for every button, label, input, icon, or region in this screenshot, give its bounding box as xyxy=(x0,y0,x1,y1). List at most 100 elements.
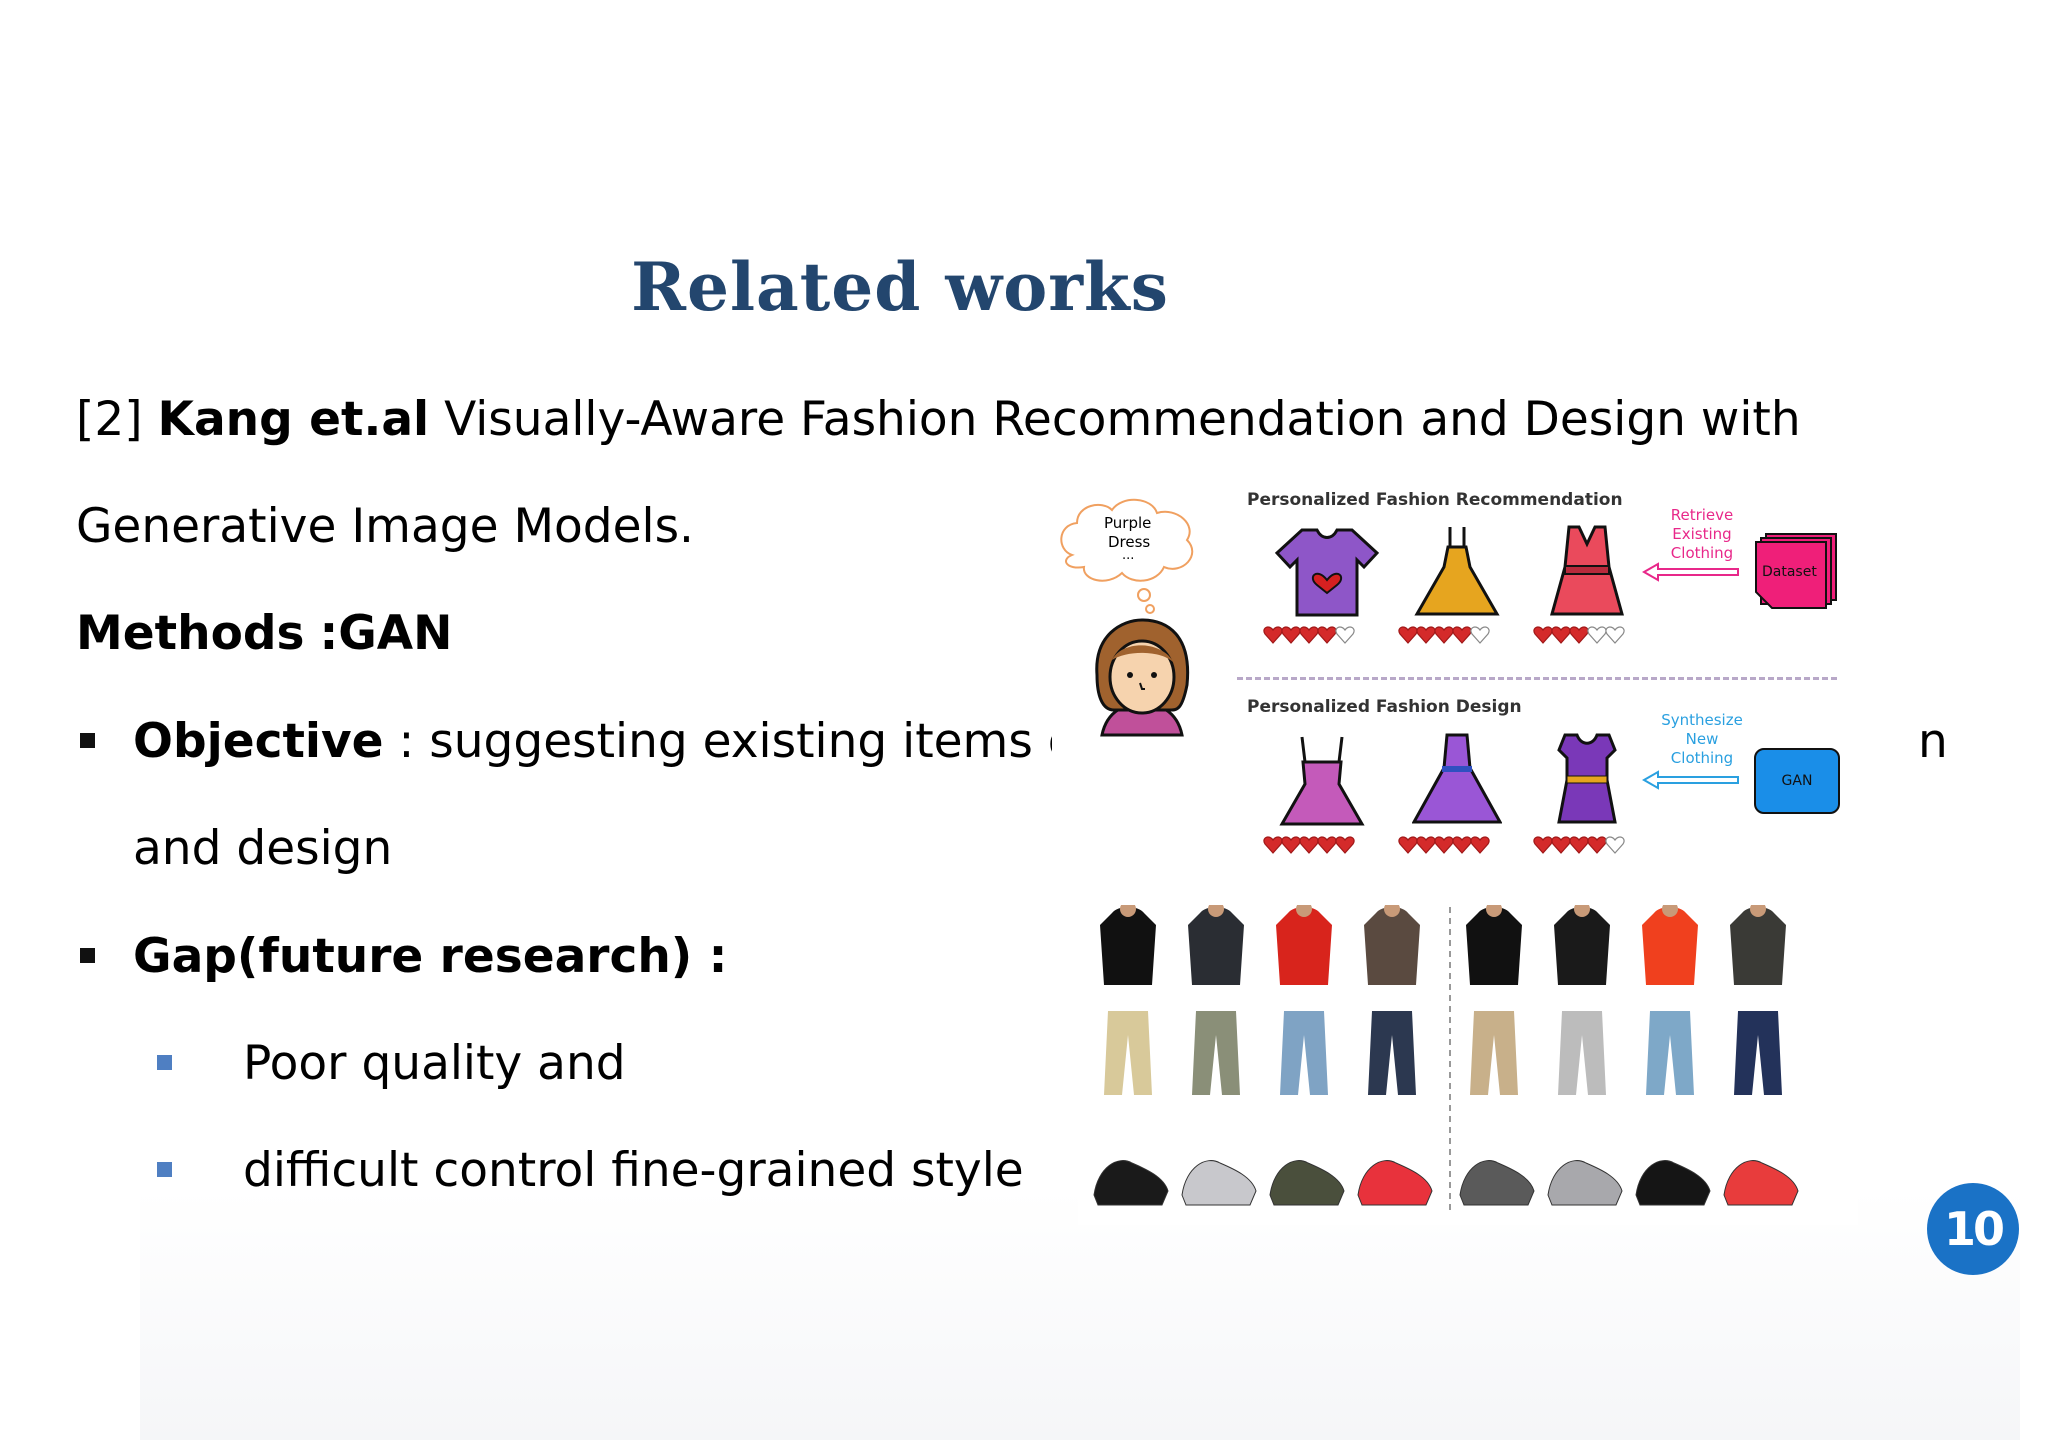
heart-filled-icon xyxy=(1434,626,1454,644)
slide-title: Related works xyxy=(631,248,1169,326)
red-dress-icon xyxy=(1550,525,1624,616)
methods-label: Methods xyxy=(76,606,305,661)
heart-filled-icon xyxy=(1452,836,1472,854)
heart-filled-icon xyxy=(1335,836,1355,854)
heart-filled-icon xyxy=(1263,626,1283,644)
pants-photo-icon xyxy=(1192,1011,1240,1095)
pants-photo-icon xyxy=(1558,1011,1606,1095)
purple-gown-icon xyxy=(1557,733,1617,824)
heart-filled-icon xyxy=(1281,626,1301,644)
purple-dress-icon xyxy=(1412,733,1502,824)
shirt-photo-icon xyxy=(1100,907,1156,985)
gap-label: Gap(future research) : xyxy=(133,929,728,984)
page-number-badge: 10 xyxy=(1927,1183,2019,1275)
heart-filled-icon xyxy=(1299,626,1319,644)
heart-filled-icon xyxy=(1263,836,1283,854)
rating-hearts-top xyxy=(1263,626,1625,644)
shirt-photo-icon xyxy=(1364,907,1420,985)
synthesize-arrow-icon xyxy=(1642,770,1739,790)
heart-filled-icon xyxy=(1299,836,1319,854)
thought-text-3: ... xyxy=(1122,548,1135,563)
heart-filled-icon xyxy=(1470,836,1490,854)
shirt-photo-icon xyxy=(1188,907,1244,985)
orange-dress-icon xyxy=(1414,527,1500,616)
model-head-icon xyxy=(1384,901,1400,917)
synthesize-label-2: New xyxy=(1685,730,1719,748)
pants-photo-icon xyxy=(1470,1011,1518,1095)
thought-text-1: Purple xyxy=(1104,514,1152,532)
shirt-photo-icon xyxy=(1466,907,1522,985)
heart-empty-icon xyxy=(1605,626,1625,644)
pants-photo-icon xyxy=(1104,1011,1152,1095)
reference-number: [2] xyxy=(76,392,143,447)
shoe-photo-icon xyxy=(1093,1160,1169,1206)
shoe-photo-icon xyxy=(1723,1160,1799,1206)
shirt-photo-icon xyxy=(1730,907,1786,985)
gan-box: GAN xyxy=(1754,748,1840,814)
heart-empty-icon xyxy=(1470,626,1490,644)
heart-filled-icon xyxy=(1317,626,1337,644)
gap-item-2: difficult control fine-grained style xyxy=(243,1143,1024,1198)
shoe-photo-icon xyxy=(1635,1160,1711,1206)
girl-avatar-icon xyxy=(1095,618,1190,737)
synthesize-label-3: Clothing xyxy=(1670,749,1734,767)
shirt-photo-icon xyxy=(1642,907,1698,985)
heart-filled-icon xyxy=(1281,836,1301,854)
model-head-icon xyxy=(1574,901,1590,917)
pants-photo-icon xyxy=(1734,1011,1782,1095)
objective-text: : suggesting existing items o xyxy=(383,714,1077,769)
heart-filled-icon xyxy=(1416,836,1436,854)
bullet-square-icon xyxy=(80,733,95,748)
reference-title-2: Generative Image Models. xyxy=(76,499,694,554)
pants-photo-icon xyxy=(1280,1011,1328,1095)
heart-empty-icon xyxy=(1335,626,1355,644)
model-head-icon xyxy=(1750,901,1766,917)
shoe-photo-icon xyxy=(1181,1160,1257,1206)
rating-hearts-bottom xyxy=(1263,836,1625,854)
objective-line: Objective : suggesting existing items o xyxy=(133,718,1077,765)
shirt-photo-icon xyxy=(1554,907,1610,985)
retrieve-arrow-icon xyxy=(1642,562,1739,582)
section-divider xyxy=(1237,677,1837,680)
objective-continuation: and design xyxy=(133,821,393,876)
methods-value: :GAN xyxy=(319,606,453,661)
reference-title-1: Visually-Aware Fashion Recommendation an… xyxy=(444,392,1801,447)
heart-filled-icon xyxy=(1398,836,1418,854)
dataset-label: Dataset xyxy=(1762,564,1817,580)
gap-item-1: Poor quality and xyxy=(243,1036,626,1091)
model-head-icon xyxy=(1662,901,1678,917)
design-title: Personalized Fashion Design xyxy=(1247,697,1522,717)
recommendation-title: Personalized Fashion Recommendation xyxy=(1247,490,1623,510)
sub-bullet-square-icon xyxy=(157,1162,172,1177)
heart-empty-icon xyxy=(1587,626,1607,644)
heart-filled-icon xyxy=(1452,626,1472,644)
sub-bullet-square-icon xyxy=(157,1055,172,1070)
outfit-photo-grid xyxy=(1078,901,1858,1225)
model-head-icon xyxy=(1486,901,1502,917)
heart-filled-icon xyxy=(1434,836,1454,854)
retrieve-label-2: Existing xyxy=(1672,525,1732,543)
purple-tshirt-icon xyxy=(1274,528,1380,617)
heart-filled-icon xyxy=(1587,836,1607,854)
heart-filled-icon xyxy=(1551,626,1571,644)
shoe-photo-icon xyxy=(1547,1160,1623,1206)
dataset-icon xyxy=(1755,533,1837,609)
objective-label: Objective xyxy=(133,714,384,769)
background-gradient xyxy=(140,1190,2020,1440)
shirt-photo-icon xyxy=(1276,907,1332,985)
thought-text-2: Dress xyxy=(1108,533,1151,551)
heart-filled-icon xyxy=(1533,836,1553,854)
synthesize-label-1: Synthesize xyxy=(1661,711,1743,729)
model-head-icon xyxy=(1296,901,1312,917)
shoe-photo-icon xyxy=(1459,1160,1535,1206)
retrieve-label-1: Retrieve xyxy=(1670,506,1734,524)
shoe-photo-icon xyxy=(1269,1160,1345,1206)
pants-photo-icon xyxy=(1368,1011,1416,1095)
thought-cloud-icon xyxy=(1060,498,1194,614)
pink-dress-icon xyxy=(1279,736,1365,826)
methods-line: Methods :GAN xyxy=(76,610,453,657)
heart-filled-icon xyxy=(1416,626,1436,644)
heart-filled-icon xyxy=(1398,626,1418,644)
heart-filled-icon xyxy=(1551,836,1571,854)
